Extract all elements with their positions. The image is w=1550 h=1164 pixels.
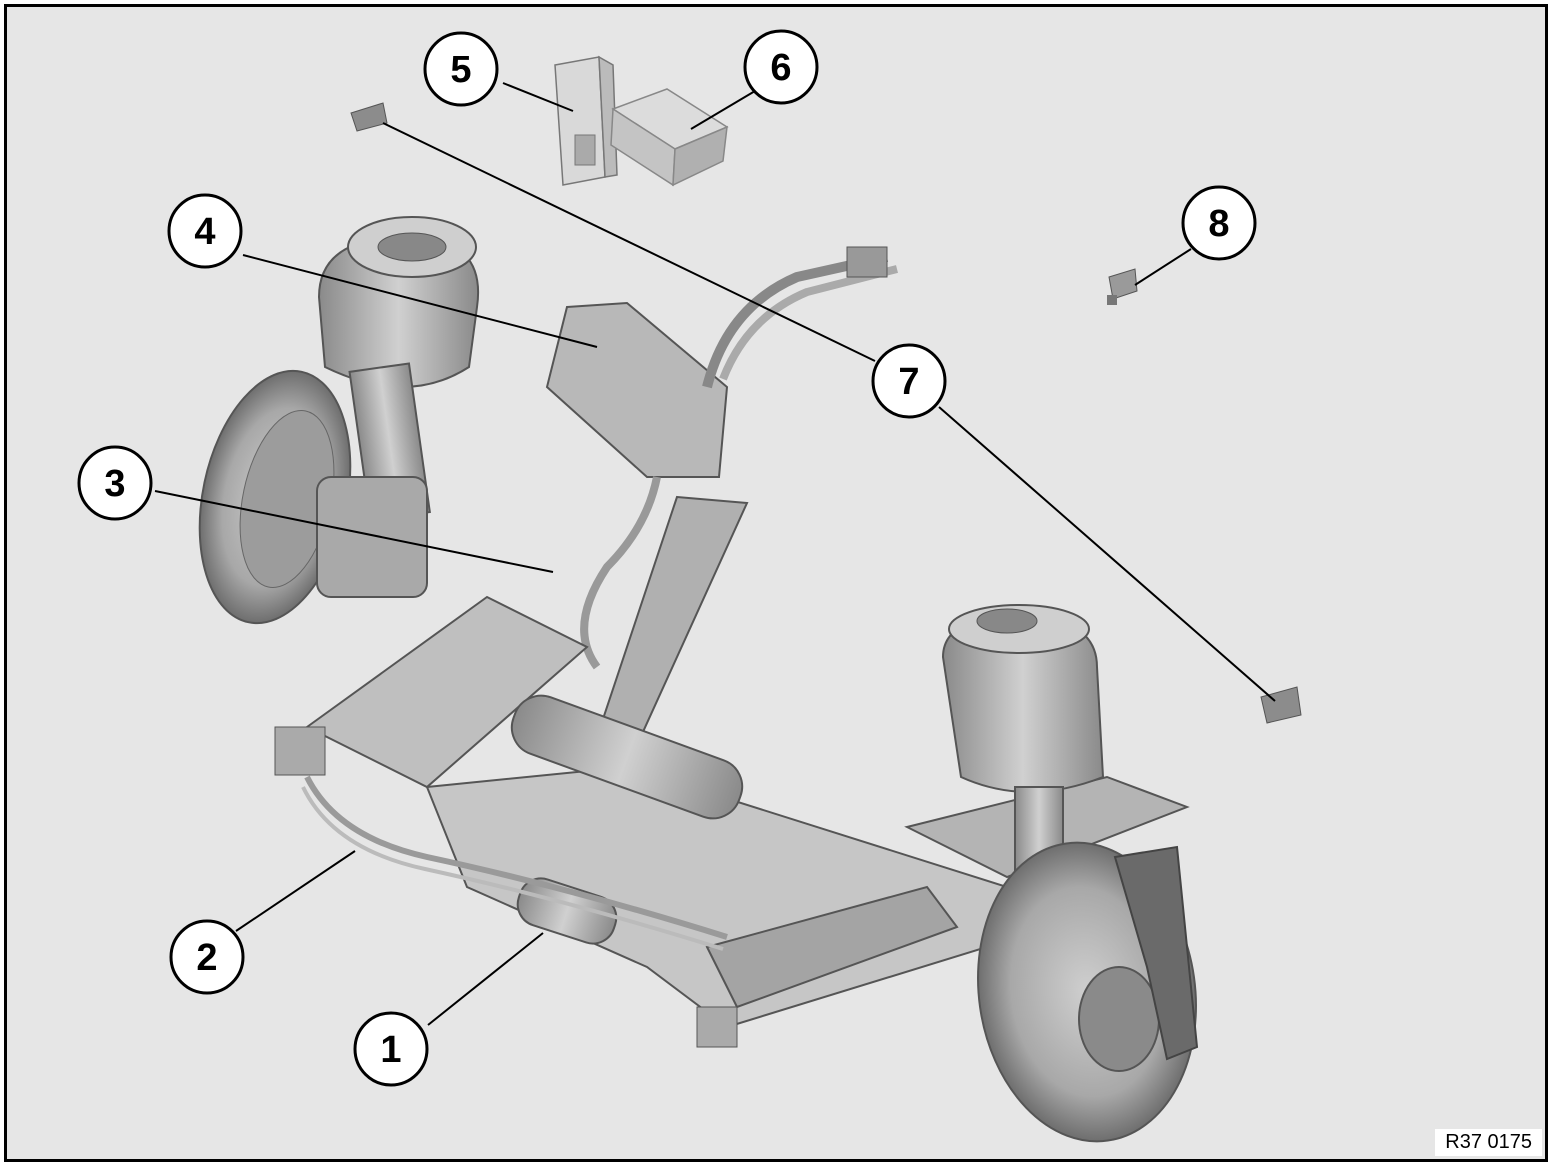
callout-number: 3 <box>104 463 125 505</box>
valve-block-part <box>545 246 898 478</box>
air-line-part <box>580 476 661 670</box>
callout-number: 5 <box>450 49 471 91</box>
callout-circle <box>77 445 153 521</box>
callout-3: 3 <box>77 445 153 521</box>
figure-code-label: R37 0175 <box>1435 1129 1542 1156</box>
callout-8: 8 <box>1181 185 1257 261</box>
callout-number: 2 <box>196 937 217 979</box>
rear-right-wheel-part <box>977 841 1199 1143</box>
callout-circle <box>1181 185 1257 261</box>
callout-circle <box>169 919 245 995</box>
callout-number: 8 <box>1208 203 1229 245</box>
callout-6: 6 <box>743 29 819 105</box>
front-left-wheel-part <box>198 369 352 625</box>
leader-lines <box>154 82 1276 1026</box>
callout-4: 4 <box>167 193 243 269</box>
module-box-part <box>610 88 729 187</box>
callout-1: 1 <box>353 1011 429 1087</box>
callout-number: 7 <box>898 361 919 403</box>
callout-2: 2 <box>169 919 245 995</box>
callout-number: 1 <box>380 1029 401 1071</box>
height-sensor-front-part <box>350 102 388 132</box>
suspension-diagram: 1 2 3 4 5 6 7 8 <box>77 29 1302 1143</box>
callout-circle <box>167 193 243 269</box>
diagram-frame: 1 2 3 4 5 6 7 8 R37 0175 <box>4 4 1548 1162</box>
control-unit-part <box>554 55 618 186</box>
callout-number: 6 <box>770 47 791 89</box>
callout-circle <box>423 31 499 107</box>
air-lines-part <box>304 775 728 940</box>
callout-number: 4 <box>194 211 215 253</box>
callout-5: 5 <box>423 31 499 107</box>
callout-circle <box>743 29 819 105</box>
height-sensor-rear-part <box>1260 686 1302 724</box>
callout-circle <box>871 343 947 419</box>
callout-7: 7 <box>871 343 947 419</box>
front-air-spring-part <box>316 216 480 598</box>
callout-circle <box>353 1011 429 1087</box>
sensor-8-part <box>1107 268 1138 305</box>
